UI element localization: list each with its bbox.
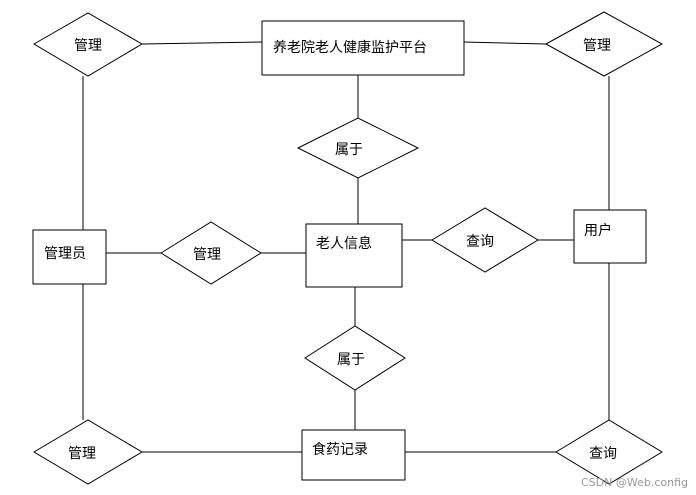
link-platform-manage-right: [463, 41, 547, 45]
relation-manage-middle: 管理: [160, 221, 262, 285]
relation-manage-bottom-left: 管理: [33, 419, 143, 485]
relation-query-bottom-right-label: 查询: [589, 446, 617, 462]
relation-query-middle-label: 查询: [466, 234, 494, 250]
entity-elder-info: 老人信息: [305, 223, 403, 288]
entity-platform-label: 养老院老人健康监护平台: [273, 39, 427, 56]
watermark-text: CSDN @Web.config: [581, 476, 688, 489]
relation-query-middle: 查询: [431, 207, 539, 273]
relation-belong-top-label: 属于: [335, 142, 363, 158]
entity-admin: 管理员: [32, 229, 107, 285]
relation-manage-middle-label: 管理: [193, 247, 221, 263]
relation-belong-bottom: 属于: [304, 325, 406, 391]
entity-food-med-record-label: 食药记录: [312, 441, 368, 458]
entity-user: 用户: [573, 209, 647, 264]
relation-belong-bottom-label: 属于: [337, 352, 365, 368]
entity-elder-info-label: 老人信息: [316, 235, 372, 252]
entity-admin-label: 管理员: [44, 246, 86, 262]
relation-manage-top-left: 管理: [33, 12, 143, 77]
connectors: [82, 41, 610, 453]
relation-manage-bottom-left-label: 管理: [68, 446, 96, 462]
relation-manage-top-right-label: 管理: [583, 38, 611, 54]
entity-platform: 养老院老人健康监护平台: [261, 20, 465, 76]
link-platform-manage-left: [141, 41, 263, 45]
relation-query-bottom-right: 查询: [555, 419, 663, 485]
entity-user-label: 用户: [584, 222, 612, 239]
entity-food-med-record: 食药记录: [301, 429, 406, 481]
relation-manage-top-right: 管理: [544, 11, 664, 77]
relation-manage-top-left-label: 管理: [74, 38, 102, 54]
relation-belong-top: 属于: [296, 117, 420, 179]
